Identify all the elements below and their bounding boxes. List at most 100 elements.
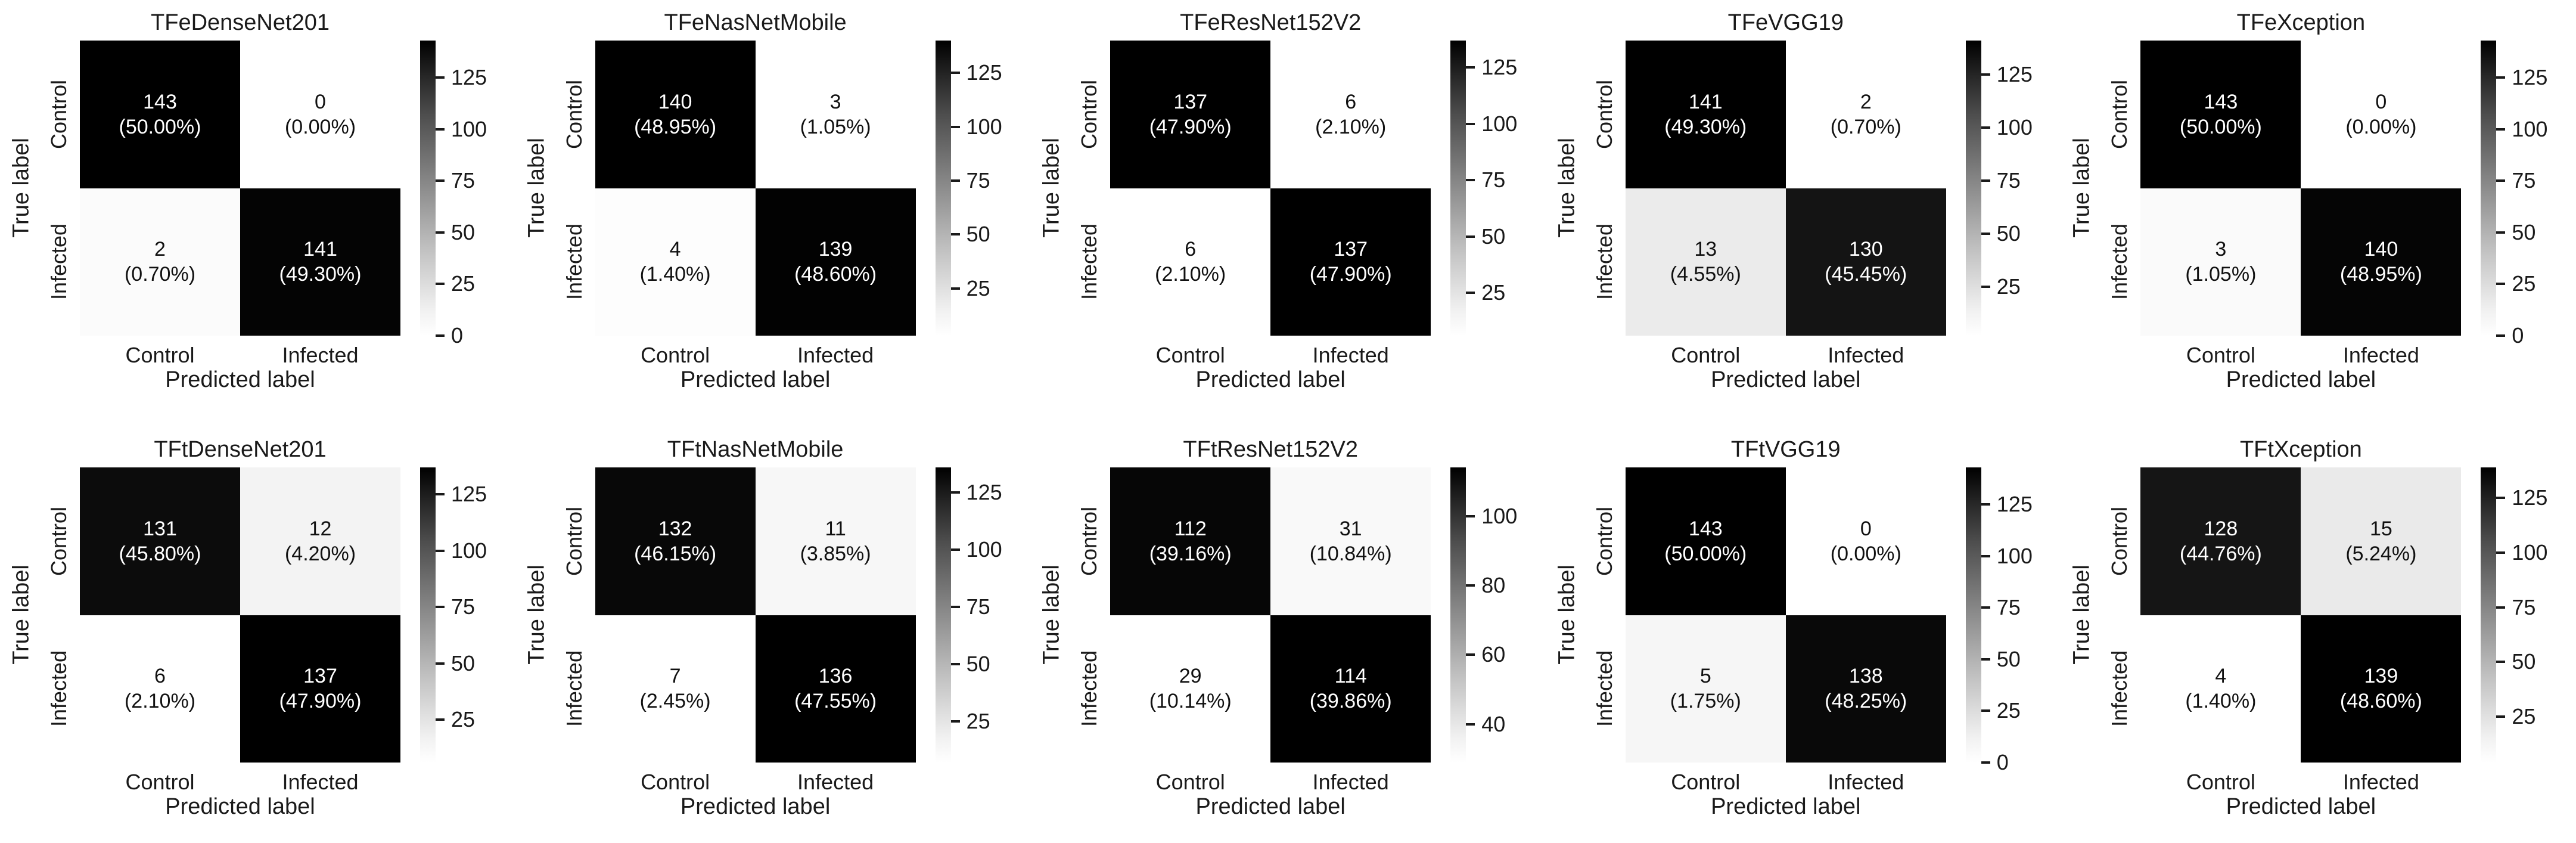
- x-tick-row: Control Infected: [595, 769, 916, 795]
- colorbar-tick-label: 125: [966, 480, 1002, 505]
- cell-count: 131: [143, 517, 177, 540]
- colorbar-tick-mark: [1466, 179, 1475, 182]
- cell-percentage: (5.24%): [2345, 542, 2417, 565]
- cell-percentage: (1.05%): [2185, 263, 2257, 286]
- cell-count: 0: [315, 90, 326, 113]
- x-tick-row: Control Infected: [2140, 769, 2461, 795]
- cell-percentage: (0.70%): [1830, 115, 1901, 138]
- y-tick-control: Control: [1077, 79, 1102, 150]
- x-axis-label: Predicted label: [165, 367, 315, 392]
- colorbar-tick-label: 75: [2512, 168, 2536, 193]
- colorbar-tick-label: 25: [1996, 698, 2021, 723]
- colorbar-tick-mark: [950, 233, 960, 236]
- colorbar-tick-label: 25: [1481, 280, 1506, 305]
- matrix-cell-r1c0: 5(1.75%): [1625, 615, 1786, 763]
- colorbar-tick-label: 125: [966, 60, 1002, 85]
- colorbar-tick-label: 125: [1996, 61, 2033, 86]
- colorbar-tick-label: 100: [2512, 116, 2548, 141]
- cell-count: 5: [1699, 665, 1711, 688]
- matrix-cell-r1c1: 139(48.60%): [755, 188, 916, 336]
- colorbar-tick-mark: [950, 491, 960, 494]
- colorbar: [1450, 467, 1466, 763]
- matrix-cell-r0c0: 143(50.00%): [1625, 467, 1786, 615]
- confusion-matrix-panel: TFeNasNetMobile True label Control Infec…: [515, 0, 1031, 416]
- colorbar-tick-mark: [436, 662, 445, 665]
- colorbar-tick-label: 80: [1481, 573, 1506, 597]
- colorbar-tick-mark: [436, 128, 445, 131]
- confusion-matrix-panel: TFeXception True label Control Infected …: [2061, 0, 2576, 416]
- x-axis-label: Predicted label: [680, 367, 831, 392]
- colorbar-tick-label: 50: [1481, 224, 1506, 249]
- cell-count: 15: [2369, 517, 2392, 540]
- matrix-cell-r0c1: 3(1.05%): [755, 41, 916, 188]
- panel-inner: TFtNasNetMobile True label Control Infec…: [515, 427, 1031, 843]
- colorbar-tick-label: 50: [2512, 649, 2536, 674]
- cell-count: 137: [1173, 90, 1208, 113]
- colorbar-tick-mark: [950, 663, 960, 665]
- colorbar: [935, 467, 951, 763]
- panel-inner: TFtResNet152V2 True label Control Infect…: [1030, 427, 1546, 843]
- colorbar-tick-label: 25: [2512, 271, 2536, 296]
- y-tick-infected: Infected: [46, 650, 71, 727]
- y-axis-label: True label: [2069, 565, 2095, 665]
- colorbar-tick-mark: [1466, 584, 1475, 587]
- cell-count: 13: [1694, 238, 1717, 261]
- colorbar-tick-label: 25: [966, 708, 990, 733]
- cell-percentage: (46.15%): [634, 542, 717, 565]
- matrix-cell-r0c1: 15(5.24%): [2301, 467, 2462, 615]
- y-tick-infected: Infected: [46, 223, 71, 300]
- colorbar-tick-mark: [1466, 292, 1475, 295]
- colorbar-tick-label: 100: [451, 538, 487, 563]
- panel-inner: TFeDenseNet201 True label Control Infect…: [0, 0, 515, 416]
- cell-percentage: (2.10%): [1315, 115, 1387, 138]
- cell-percentage: (1.75%): [1670, 690, 1741, 713]
- cell-count: 143: [1688, 517, 1723, 540]
- x-tick-row: Control Infected: [1626, 342, 1946, 368]
- colorbar-tick-label: 125: [451, 482, 487, 507]
- cell-count: 114: [1334, 665, 1367, 688]
- cell-count: 139: [818, 238, 853, 261]
- panel-title: TFeDenseNet201: [151, 10, 330, 35]
- cell-count: 128: [2204, 517, 2238, 540]
- panel-title: TFtXception: [2239, 437, 2362, 462]
- colorbar: [420, 41, 436, 336]
- confusion-matrix-panel: TFtXception True label Control Infected …: [2061, 416, 2576, 832]
- y-tick-control: Control: [1592, 79, 1617, 150]
- colorbar: [935, 41, 951, 336]
- x-tick-infected: Infected: [1828, 343, 1904, 367]
- cell-count: 137: [303, 665, 337, 688]
- x-tick-control: Control: [125, 343, 195, 367]
- colorbar-tick-label: 100: [2512, 540, 2548, 565]
- x-tick-control: Control: [1155, 770, 1225, 794]
- panel-title: TFtDenseNet201: [154, 437, 327, 462]
- matrix-cell-r0c0: 131(45.80%): [80, 467, 240, 615]
- confusion-matrix-panel: TFeDenseNet201 True label Control Infect…: [0, 0, 515, 416]
- cell-count: 29: [1179, 665, 1202, 688]
- heatmap: 143(50.00%)0(0.00%)5(1.75%)138(48.25%): [1625, 467, 1946, 763]
- colorbar-tick-mark: [950, 125, 960, 128]
- colorbar-tick-label: 75: [1996, 168, 2021, 193]
- matrix-cell-r0c1: 31(10.84%): [1270, 467, 1431, 615]
- matrix-cell-r1c1: 137(47.90%): [240, 615, 400, 763]
- x-axis-label: Predicted label: [2226, 367, 2376, 392]
- x-tick-infected: Infected: [1312, 343, 1389, 367]
- heatmap: 143(50.00%)0(0.00%)2(0.70%)141(49.30%): [80, 41, 400, 336]
- x-tick-infected: Infected: [1312, 770, 1389, 794]
- cell-count: 139: [2364, 665, 2398, 688]
- matrix-cell-r1c1: 114(39.86%): [1270, 615, 1431, 763]
- matrix-cell-r0c0: 143(50.00%): [80, 41, 240, 188]
- matrix-cell-r1c1: 136(47.55%): [755, 615, 916, 763]
- colorbar-tick-label: 75: [1481, 168, 1506, 193]
- x-tick-control: Control: [2186, 343, 2255, 367]
- panel-title: TFeVGG19: [1727, 10, 1844, 35]
- colorbar-tick-label: 0: [1996, 750, 2009, 774]
- y-tick-control: Control: [2107, 79, 2132, 150]
- cell-count: 2: [154, 238, 166, 261]
- cell-count: 112: [1174, 517, 1207, 540]
- matrix-cell-r1c1: 139(48.60%): [2301, 615, 2462, 763]
- colorbar-tick-mark: [2496, 715, 2506, 718]
- cell-count: 143: [143, 90, 177, 113]
